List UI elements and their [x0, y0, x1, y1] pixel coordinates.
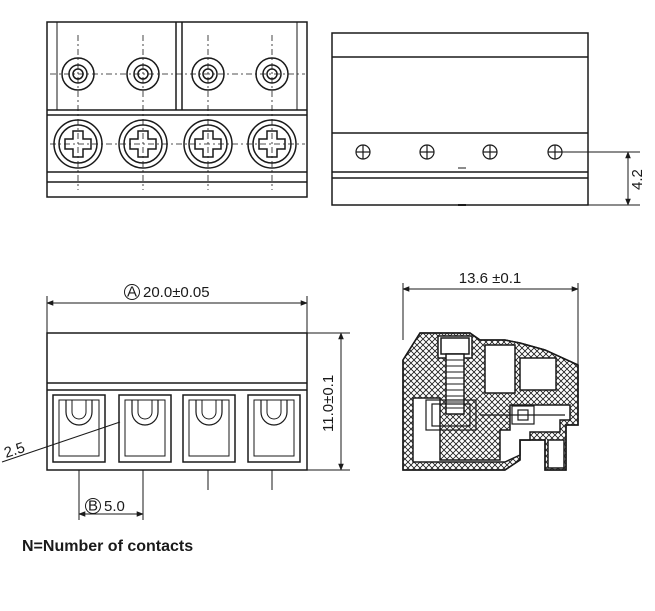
top-view — [46, 21, 308, 198]
total-width-label: A 20.0±0.05 — [124, 284, 210, 301]
pin-offset-label: 4.2 — [629, 169, 646, 190]
clamp-icon — [182, 394, 236, 463]
height-dimension — [307, 332, 350, 471]
depth-label: 13.6 ±0.1 — [459, 270, 521, 287]
wire-entry-holes — [61, 57, 289, 91]
marker-a-icon — [124, 284, 140, 300]
pin-markers — [355, 144, 563, 160]
clamp-icon — [247, 394, 301, 463]
pitch-label: B 5.0 — [85, 498, 125, 515]
clamp-icon — [118, 394, 172, 463]
bottom-view — [331, 32, 640, 206]
front-view-outline — [46, 332, 308, 471]
marker-a-letter: A — [127, 284, 137, 301]
total-width-value: 20.0±0.05 — [143, 284, 210, 301]
clamp-openings — [52, 394, 301, 463]
wire-diameter-leader — [1, 421, 121, 463]
screw-icon — [53, 119, 103, 169]
pin-leads — [78, 470, 273, 490]
front-view — [1, 296, 350, 520]
side-section-view — [402, 283, 579, 471]
clamp-contact — [425, 399, 565, 431]
screw-icon — [183, 119, 233, 169]
screw-heads — [53, 119, 297, 169]
total-width-dimension — [46, 296, 308, 333]
depth-dimension — [402, 283, 579, 365]
clamp-icon — [52, 394, 106, 463]
marker-b-letter: B — [88, 498, 98, 515]
pitch-dimension — [78, 490, 144, 520]
height-label: 11.0±0.1 — [320, 375, 337, 432]
marker-b-icon — [85, 498, 101, 514]
pin-offset-dimension — [562, 151, 640, 206]
bottom-view-outline — [331, 32, 589, 206]
wire-diameter-label: 2.5 — [2, 439, 27, 462]
screw-thread-lines — [446, 359, 464, 409]
screw-icon — [118, 119, 168, 169]
contacts-note: N=Number of contacts — [22, 538, 194, 555]
screw-icon — [247, 119, 297, 169]
pitch-value: 5.0 — [104, 498, 125, 515]
